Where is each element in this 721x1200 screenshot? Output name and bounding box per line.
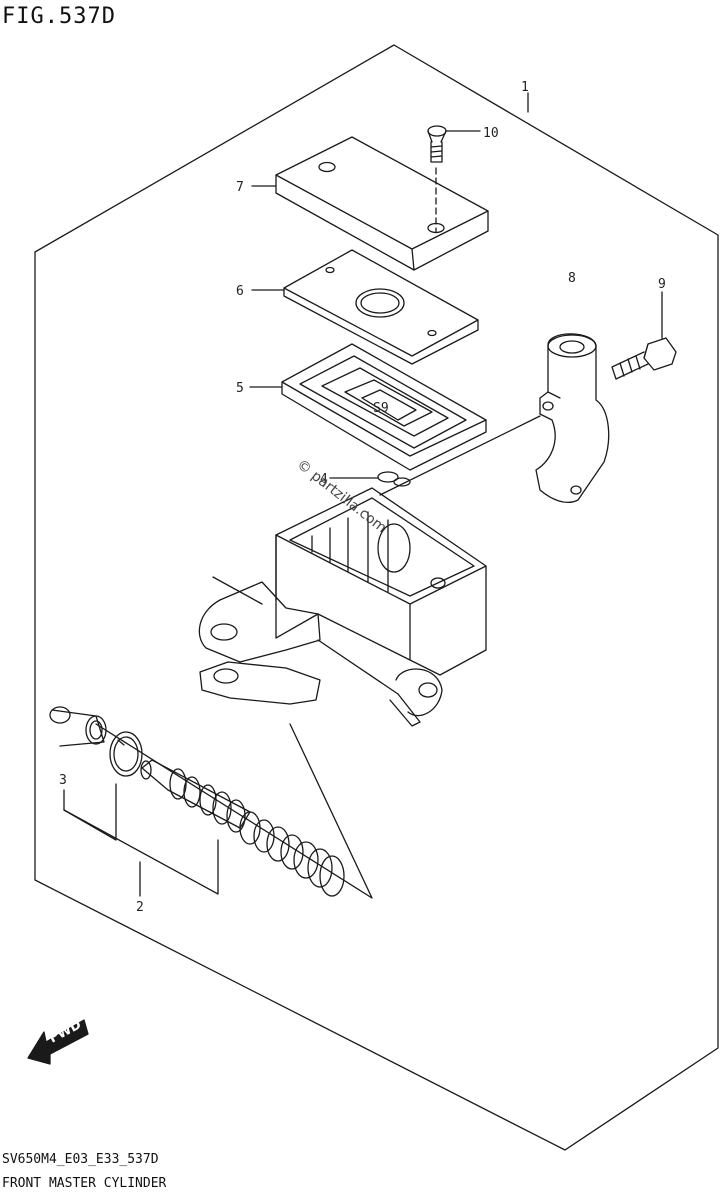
- callout-4: 4: [320, 472, 328, 487]
- callout-9: 9: [658, 277, 666, 292]
- assembly-boundary: [34, 44, 719, 1151]
- callout-1: 1: [521, 80, 529, 95]
- part-bracket-8: [379, 333, 610, 504]
- callout-10: 10: [483, 126, 499, 141]
- part-circlip: [109, 731, 143, 777]
- callout-8: 8: [568, 271, 576, 286]
- figure-code: SV650M4_E03_E33_537D: [2, 1152, 159, 1167]
- figure-title: FIG.537D: [2, 4, 116, 29]
- part-diaphragm-5: S9: [249, 343, 487, 471]
- figure-caption: FRONT MASTER CYLINDER: [2, 1176, 167, 1191]
- part-cup-3: [49, 706, 107, 747]
- watermark-text: © partzilla.com: [294, 457, 390, 537]
- part-bolt-9: [611, 291, 677, 380]
- fwd-arrow-icon: [27, 1019, 89, 1065]
- part-oring-4: [329, 471, 411, 487]
- callout-5: 5: [236, 381, 244, 396]
- callout-3: 3: [59, 773, 67, 788]
- part-plate-6: [251, 249, 479, 365]
- svg-text:S9: S9: [373, 401, 389, 416]
- part-screw-10: [427, 125, 481, 233]
- part-spring: [239, 811, 345, 897]
- part-cap-7: [251, 136, 489, 271]
- callout-2: 2: [136, 900, 144, 915]
- part-piston: [140, 759, 251, 833]
- part-master-cylinder-body: [198, 487, 487, 727]
- callout-7: 7: [236, 180, 244, 195]
- callout-6: 6: [236, 284, 244, 299]
